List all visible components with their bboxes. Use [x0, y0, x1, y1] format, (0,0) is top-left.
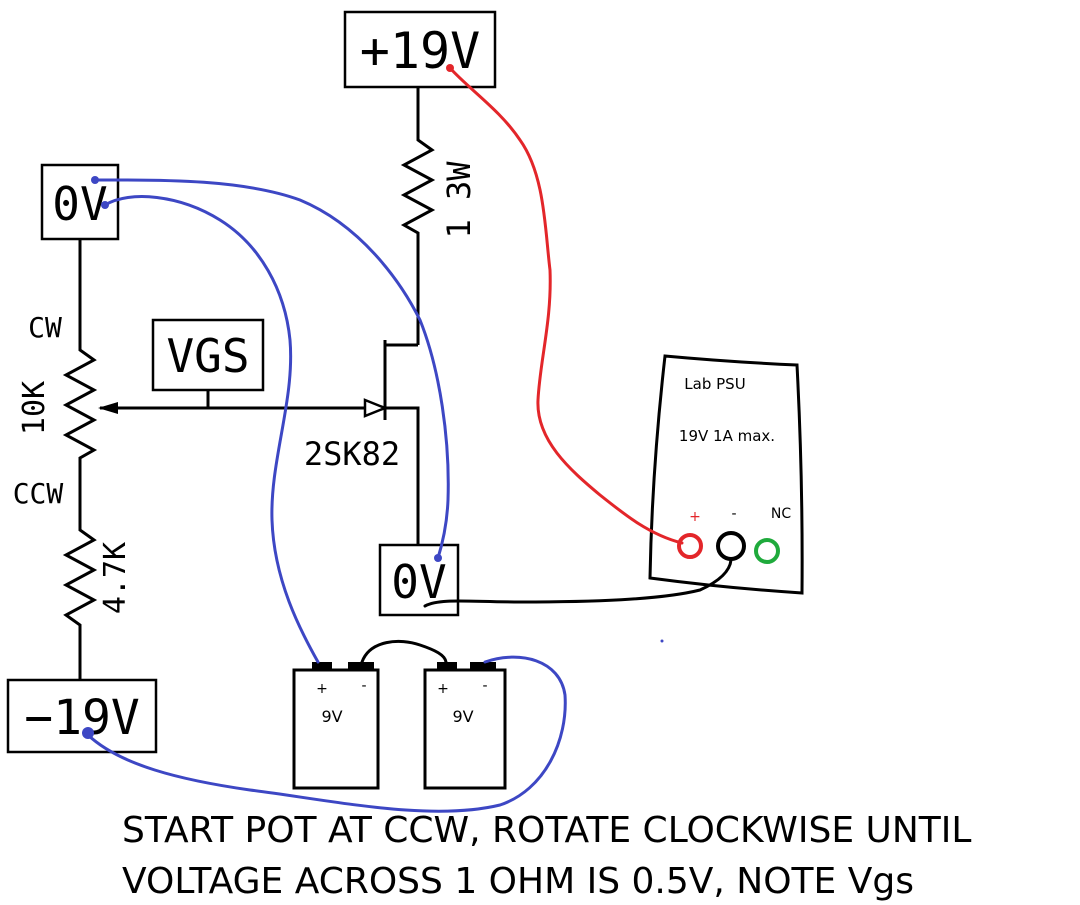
supply-pos-box — [343, 10, 497, 89]
battery-left-value: 9V — [321, 707, 342, 726]
supply-pos-label: +19V — [360, 22, 480, 80]
pot-value-label: 10K — [17, 381, 52, 435]
psu-plus-terminal — [677, 533, 703, 559]
pot-cw-label: CW — [28, 311, 62, 344]
ground-top-label: 0V — [52, 177, 107, 231]
vgs-box — [151, 318, 265, 392]
instruction-line-2: VOLTAGE ACROSS 1 OHM IS 0.5V, NOTE Vgs — [122, 861, 914, 902]
battery-right-minus: - — [482, 678, 487, 694]
battery-right-plus: + — [437, 681, 449, 697]
pot-wiper-arrow — [98, 402, 118, 414]
blue-wire-neg — [86, 655, 567, 813]
ground-bottom-label: 0V — [391, 555, 446, 609]
instruction-line-1: START POT AT CCW, ROTATE CLOCKWISE UNTIL — [122, 810, 971, 851]
psu-plus-label: + — [689, 509, 701, 525]
black-wire-psu — [423, 558, 733, 608]
psu-minus-label: - — [731, 506, 736, 522]
psu-rating: 19V 1A max. — [679, 427, 775, 445]
pot-and-source-resistor — [62, 239, 98, 680]
psu-nc-terminal — [754, 538, 780, 564]
psu-title: Lab PSU — [684, 375, 745, 393]
blue-wire-ground — [93, 178, 450, 560]
supply-neg-label: −19V — [24, 690, 140, 746]
ground-bottom-box — [378, 543, 460, 617]
drain-resistor-label: 1 3W — [440, 161, 478, 239]
pot-ccw-label: CCW — [13, 477, 64, 510]
battery-left-plus: + — [316, 681, 328, 697]
psu-nc-label: NC — [771, 506, 791, 522]
drain-resistor — [400, 87, 436, 345]
battery-left: + - 9V — [292, 662, 380, 790]
source-resistor-label: 4.7K — [98, 542, 133, 614]
red-wire — [448, 66, 684, 545]
black-wire-battery-link — [360, 639, 448, 664]
vgs-label: VGS — [166, 329, 249, 383]
battery-left-minus: - — [361, 678, 366, 694]
battery-right: + - 9V — [423, 662, 507, 790]
blue-wire-battery-pos — [103, 195, 320, 664]
jfet-symbol — [100, 340, 420, 545]
transistor-label: 2SK82 — [304, 435, 400, 473]
supply-neg-box — [6, 678, 158, 754]
battery-right-value: 9V — [452, 707, 473, 726]
